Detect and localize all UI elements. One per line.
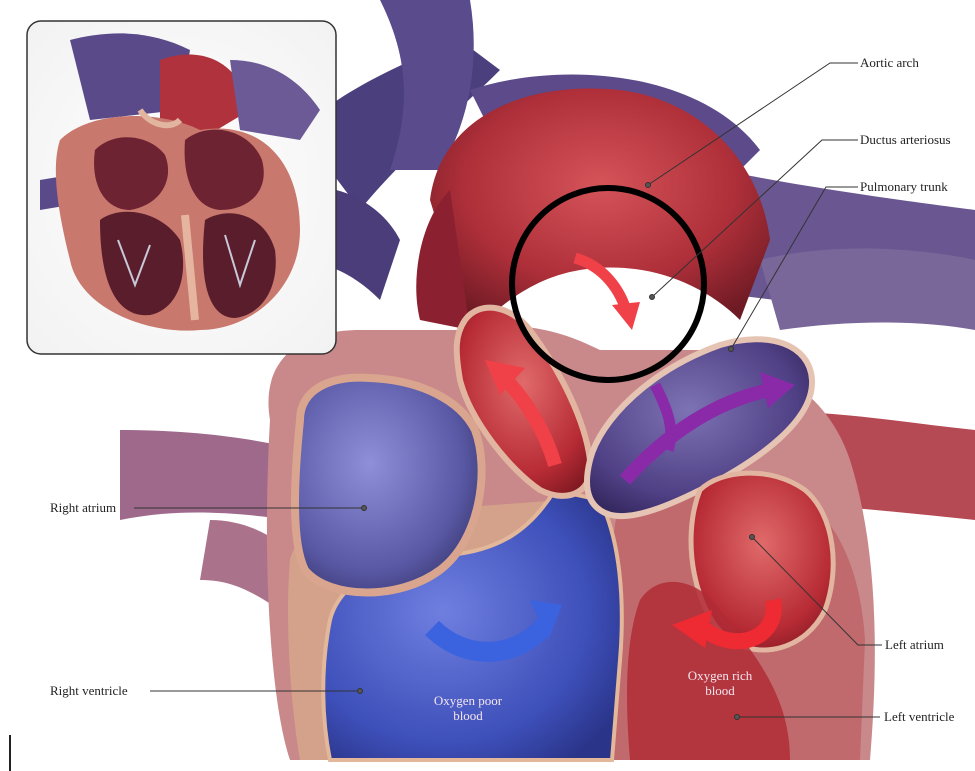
right-atrium-chamber [295, 378, 482, 593]
label-right-atrium: Right atrium [50, 501, 116, 515]
label-aortic-arch: Aortic arch [860, 56, 919, 70]
label-left-ventricle: Left ventricle [884, 710, 954, 724]
oxygen-rich-blood-label: Oxygen rich blood [670, 668, 770, 698]
inset-heart-illustration [40, 33, 320, 330]
label-ductus-arteriosus: Ductus arteriosus [860, 133, 951, 147]
oxygen-poor-blood-label: Oxygen poor blood [418, 693, 518, 723]
oxygen-rich-line1: Oxygen rich [670, 668, 770, 683]
label-left-atrium: Left atrium [885, 638, 944, 652]
inset-panel [27, 21, 336, 354]
label-right-ventricle: Right ventricle [50, 684, 128, 698]
label-pulmonary-trunk: Pulmonary trunk [860, 180, 948, 194]
oxygen-poor-line2: blood [418, 708, 518, 723]
ductus-arrowhead [612, 302, 640, 330]
oxygen-poor-line1: Oxygen poor [418, 693, 518, 708]
oxygen-rich-line2: blood [670, 683, 770, 698]
